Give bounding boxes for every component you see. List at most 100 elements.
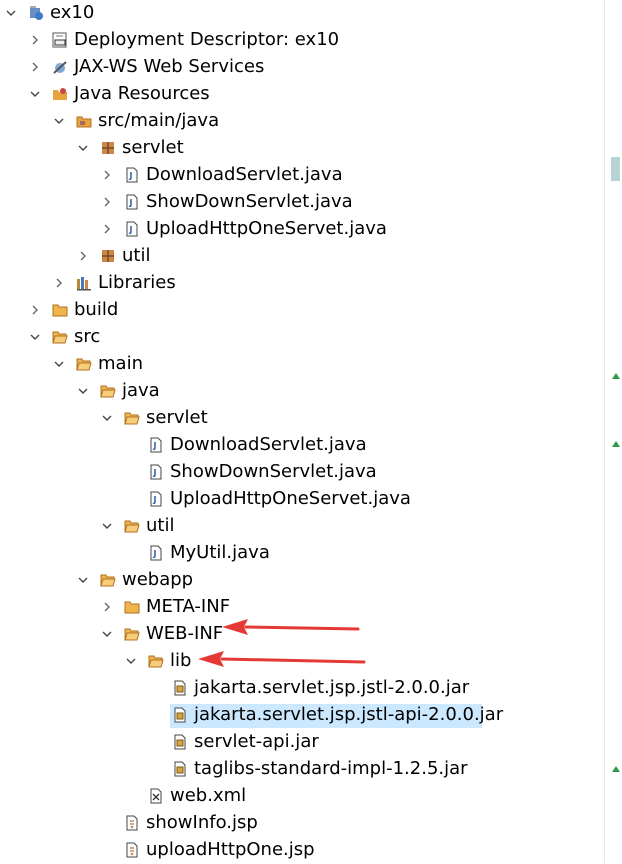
tree-item-label: taglibs-standard-impl-1.2.5.jar [194,758,468,779]
tree-item[interactable]: MyUtil.java [0,540,604,567]
tree-item-label: META-INF [146,596,231,617]
chevron-right-icon[interactable] [78,251,88,261]
tree-item[interactable]: java [0,378,604,405]
deployment-descriptor-icon [52,32,68,48]
tree-item[interactable]: ShowDownServlet.java [0,189,604,216]
folder-open-icon [76,356,92,372]
chevron-down-icon[interactable] [102,521,112,531]
tree-item[interactable]: lib [0,648,604,675]
tree-item[interactable]: servlet [0,405,604,432]
chevron-right-icon[interactable] [102,197,112,207]
tree-item[interactable]: util [0,243,604,270]
tree-item[interactable]: Java Resources [0,81,604,108]
jsp-file-icon [124,815,140,831]
chevron-down-icon[interactable] [6,8,16,18]
tree-item[interactable]: util [0,513,604,540]
chevron-right-icon[interactable] [102,224,112,234]
jar-icon [172,680,188,696]
tree-item[interactable]: webapp [0,567,604,594]
change-marker-icon [612,441,620,447]
tree-item-label: web.xml [170,785,247,806]
chevron-right-icon[interactable] [30,62,40,72]
tree-item[interactable]: META-INF [0,594,604,621]
tree-item[interactable]: main [0,351,604,378]
tree-item[interactable]: DownloadServlet.java [0,432,604,459]
chevron-right-icon[interactable] [30,305,40,315]
package-icon [100,140,116,156]
tree-item-label: ShowDownServlet.java [170,461,377,482]
tree-item-label: MyUtil.java [170,542,270,563]
chevron-down-icon[interactable] [126,656,136,666]
tree-item[interactable]: build [0,297,604,324]
chevron-right-icon[interactable] [30,35,40,45]
annotation-arrow-web-inf [222,619,360,635]
tree-item-label: util [146,515,175,536]
java-file-icon [124,194,140,210]
tree-item[interactable]: JAX-WS Web Services [0,54,604,81]
overview-ruler-thumb[interactable] [611,157,620,181]
tree-item[interactable]: DownloadServlet.java [0,162,604,189]
tree-item-label: WEB-INF [146,623,224,644]
tree-item[interactable]: Libraries [0,270,604,297]
chevron-down-icon[interactable] [54,359,64,369]
tree-item[interactable]: WEB-INF [0,621,604,648]
change-marker-icon [612,766,620,772]
project-icon [28,5,44,21]
tree-item-label: Java Resources [74,83,210,104]
tree-item[interactable]: showInfo.jsp [0,810,604,837]
tree-item[interactable]: src [0,324,604,351]
tree-item[interactable]: src/main/java [0,108,604,135]
tree-item[interactable]: servlet [0,135,604,162]
tree-item-label: DownloadServlet.java [170,434,367,455]
chevron-down-icon[interactable] [30,332,40,342]
tree-item-label: UploadHttpOneServet.java [170,488,411,509]
chevron-down-icon[interactable] [78,143,88,153]
tree-item-label: servlet-api.jar [194,731,319,752]
tree-item-label: ex10 [50,2,95,23]
tree-item[interactable]: jakarta.servlet.jsp.jstl-2.0.0.jar [0,675,604,702]
chevron-down-icon[interactable] [30,89,40,99]
tree-item[interactable]: ShowDownServlet.java [0,459,604,486]
folder-open-icon [124,518,140,534]
java-file-icon [124,167,140,183]
tree-item[interactable]: ex10 [0,0,604,27]
chevron-down-icon[interactable] [102,413,112,423]
chevron-down-icon[interactable] [78,575,88,585]
chevron-down-icon[interactable] [54,116,64,126]
tree-item-label: ShowDownServlet.java [146,191,353,212]
tree-item[interactable]: web.xml [0,783,604,810]
tree-item-label: showInfo.jsp [146,812,258,833]
tree-item-label: DownloadServlet.java [146,164,343,185]
tree-item-label: uploadHttpOne.jsp [146,839,315,860]
selection-highlight [170,704,482,728]
annotation-arrow-lib [198,651,366,667]
folder-icon [124,599,140,615]
tree-item[interactable]: taglibs-standard-impl-1.2.5.jar [0,756,604,783]
tree-item[interactable]: UploadHttpOneServet.java [0,486,604,513]
tree-item[interactable]: Deployment Descriptor: ex10 [0,27,604,54]
chevron-right-icon[interactable] [54,278,64,288]
tree-item-label: servlet [146,407,208,428]
tree-item-label: main [98,353,143,374]
tree-item[interactable]: uploadHttpOne.jsp [0,837,604,864]
java-resources-icon [52,86,68,102]
chevron-down-icon[interactable] [102,629,112,639]
java-file-icon [148,437,164,453]
chevron-right-icon[interactable] [102,170,112,180]
tree-item-label: build [74,299,119,320]
vertical-scrollbar[interactable] [604,0,622,863]
folder-open-icon [124,410,140,426]
tree-item[interactable]: jakarta.servlet.jsp.jstl-api-2.0.0.jar [0,702,604,729]
java-file-icon [124,221,140,237]
jar-icon [172,761,188,777]
java-file-icon [148,464,164,480]
tree-item-label: jakarta.servlet.jsp.jstl-2.0.0.jar [194,677,470,698]
tree-item[interactable]: servlet-api.jar [0,729,604,756]
web-services-icon [52,59,68,75]
chevron-right-icon[interactable] [102,602,112,612]
chevron-down-icon[interactable] [78,386,88,396]
package-icon [100,248,116,264]
tree-item-label: java [122,380,160,401]
tree-item[interactable]: UploadHttpOneServet.java [0,216,604,243]
